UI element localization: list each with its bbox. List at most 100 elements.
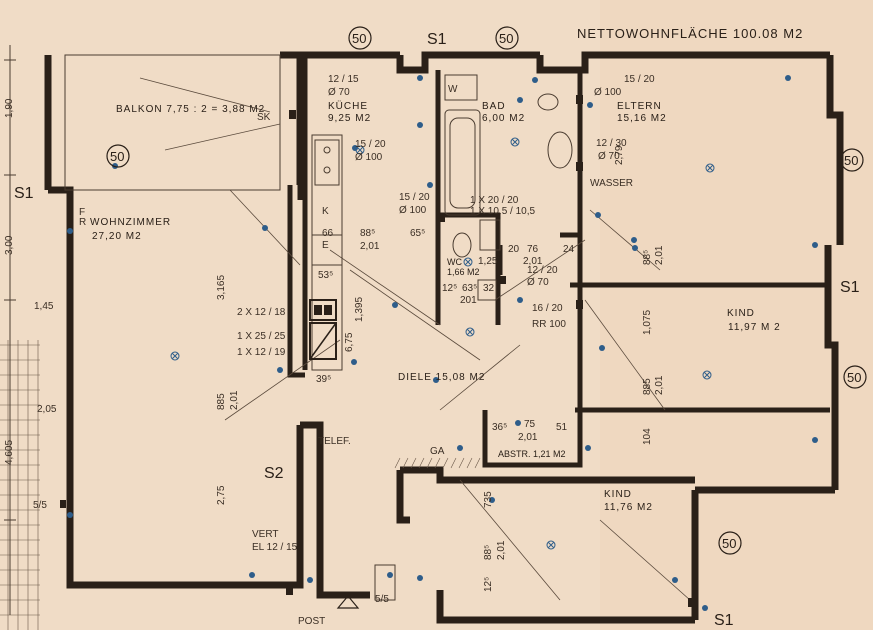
room-diele: DIELE 15,08 M2: [398, 372, 485, 383]
dim-201c: 2,01: [654, 245, 665, 265]
room-eltern-name: ELTERN: [617, 101, 662, 112]
bad-shaft-2: 1 X 10,5 / 10,5: [470, 206, 535, 217]
eltern-vent-d: Ø 100: [594, 87, 622, 98]
section-s1-left: S1: [14, 185, 34, 202]
dim-201a: 2,01: [229, 390, 240, 410]
dim-75: 75: [524, 419, 536, 430]
marker-50-b-label: 50: [499, 31, 513, 46]
wasser-label: WASSER: [590, 178, 633, 189]
marker-50-e-label: 50: [847, 370, 861, 385]
telef-label: TELEF.: [318, 436, 351, 447]
dim-201g: 2,01: [518, 432, 538, 443]
wc-vent: 12 / 20: [527, 265, 558, 276]
dim-885d: 885: [642, 378, 653, 395]
section-s1-bottom: S1: [714, 612, 734, 629]
eltern-vent2-d: Ø 70: [598, 151, 620, 162]
dim-885e: 88⁵: [483, 545, 494, 560]
dim-275: 2,75: [216, 485, 227, 505]
balcony-outline: [64, 54, 281, 191]
marker-50-d: 50: [840, 148, 864, 172]
marker-50-f-label: 50: [722, 536, 736, 551]
room-kind2-area: 11,76 M2: [604, 502, 653, 513]
socket-markers: [67, 75, 818, 611]
room-kueche-area: 9,25 M2: [328, 113, 371, 124]
dim-76: 76: [527, 244, 539, 255]
dim-735: 735: [483, 491, 494, 508]
balcony-grid: [0, 340, 40, 630]
bathroom-fixtures: [444, 74, 573, 301]
room-kind1-name: KIND: [727, 308, 755, 319]
rr100-label: RR 100: [532, 319, 566, 330]
room-wohnzimmer-name: WOHNZIMMER: [90, 217, 171, 228]
post-label: POST: [298, 616, 325, 627]
kueche-vent: 12 / 15: [328, 74, 359, 85]
section-s1-right: S1: [840, 279, 860, 296]
marker-50-e: 50: [843, 365, 867, 389]
k-label: K: [322, 206, 329, 217]
dim-300: 3,00: [4, 235, 15, 255]
section-s2: S2: [264, 465, 284, 482]
dim-201d: 2,01: [523, 256, 543, 267]
ga-label: GA: [430, 446, 445, 457]
bad-shaft-1: 1 X 20 / 20: [470, 195, 519, 206]
room-wohnzimmer-area: 27,20 M2: [92, 231, 142, 242]
dim-32: 32: [483, 283, 495, 294]
dim-201b: 2,01: [360, 241, 380, 252]
chimney-1: 2 X 12 / 18: [237, 307, 286, 318]
room-bad-area: 6,00 M2: [482, 113, 525, 124]
kueche-vent-d: Ø 70: [328, 87, 350, 98]
dim-51: 51: [556, 422, 568, 433]
room-wc-area: 1,66 M2: [447, 267, 480, 277]
dim-104: 104: [642, 428, 653, 445]
marker-50-a-label: 50: [352, 31, 366, 46]
kueche-vent2-d: Ø 100: [355, 152, 383, 163]
dim-575b: 5/5: [375, 594, 389, 605]
dim-885b: 88⁵: [360, 228, 375, 239]
dim-365: 36⁵: [492, 422, 507, 433]
room-kind1-area: 11,97 M 2: [728, 322, 781, 333]
dim-1075: 1,075: [642, 310, 653, 335]
el-label: EL 12 / 15: [252, 542, 298, 553]
switch-boxes: [60, 95, 695, 607]
dim-885c: 88⁵: [642, 250, 653, 265]
dim-125b: 12⁵: [442, 283, 457, 294]
dim-66: 66: [322, 228, 334, 239]
eltern-vent2: 12 / 30: [596, 138, 627, 149]
dim-24: 24: [563, 244, 575, 255]
room-eltern-area: 15,16 M2: [617, 113, 667, 124]
dim-4605: 4,605: [4, 440, 15, 465]
dim-20: 20: [508, 244, 520, 255]
dim-655: 65⁵: [410, 228, 425, 239]
left-dimension-line: [4, 45, 16, 615]
dim-279: 2,79: [614, 145, 625, 165]
room-kind2-name: KIND: [604, 489, 632, 500]
marker-50-a: 50: [348, 26, 372, 50]
room-kueche-name: KÜCHE: [328, 100, 368, 112]
interior-walls: [287, 55, 830, 468]
dim-395: 39⁵: [316, 374, 331, 385]
dim-201f: 2,01: [654, 375, 665, 395]
vert-label: VERT: [252, 529, 279, 540]
dim-535: 53⁵: [318, 270, 333, 281]
dim-205: 2,05: [37, 404, 57, 415]
marker-50-d-label: 50: [844, 153, 858, 168]
r-label: R: [79, 217, 86, 228]
rr-vent: 16 / 20: [532, 303, 563, 314]
ceiling-light-markers: [170, 137, 715, 550]
entrance-details: [336, 457, 481, 609]
dim-885a: 885: [216, 393, 227, 410]
dim-3165: 3,165: [216, 275, 227, 300]
dim-201e: 201: [460, 295, 477, 306]
kitchen-counter: [311, 134, 343, 371]
w-label: W: [448, 84, 458, 95]
f-label: F: [79, 207, 85, 218]
sk-label: SK: [257, 112, 271, 123]
eltern-vent: 15 / 20: [624, 74, 655, 85]
wc-vent-d: Ø 70: [527, 277, 549, 288]
marker-50-b: 50: [495, 26, 519, 50]
dim-145: 1,45: [34, 301, 54, 312]
e-label: E: [322, 240, 329, 251]
chimney-2: 1 X 25 / 25: [237, 331, 286, 342]
dim-125c: 12⁵: [483, 577, 494, 592]
